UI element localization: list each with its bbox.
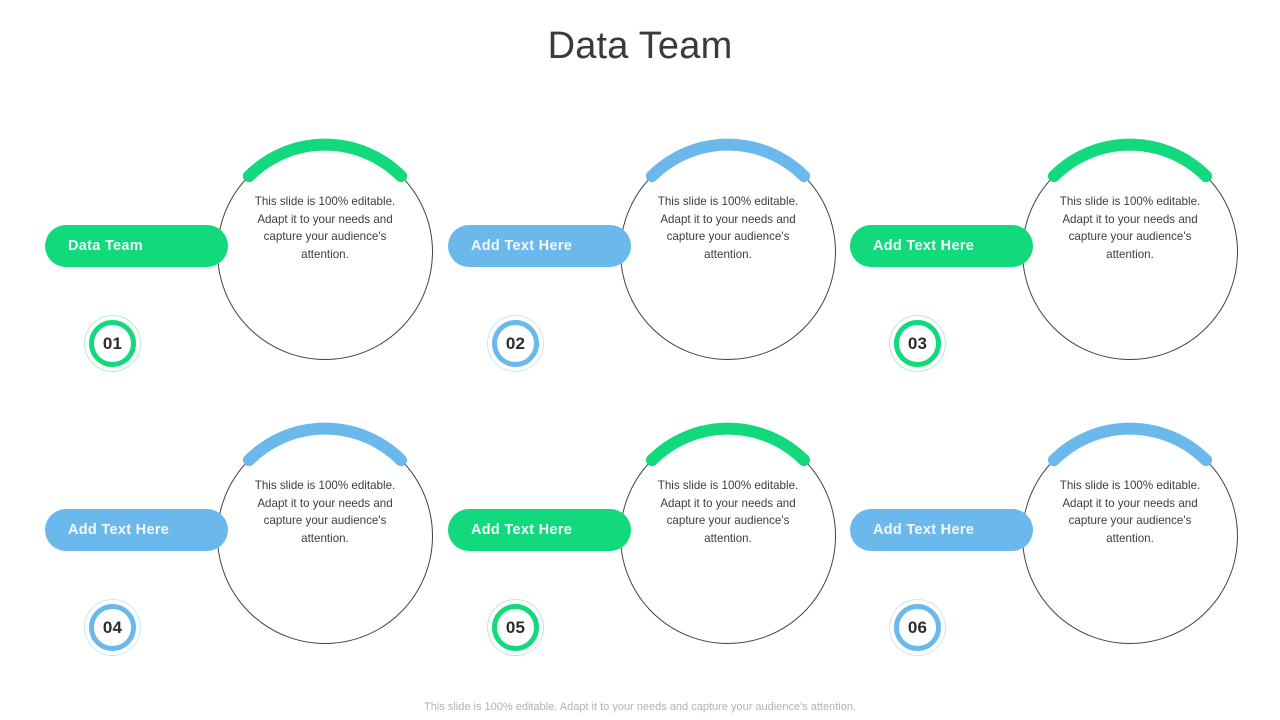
- pill-label-text: Add Text Here: [68, 522, 170, 538]
- badge-inner-ring: 01: [89, 320, 136, 367]
- card-body-text: This slide is 100% editable. Adapt it to…: [657, 195, 799, 261]
- badge-inner-ring: 03: [894, 320, 941, 367]
- card-pill-label[interactable]: Add Text Here: [850, 509, 1033, 551]
- card-body-text: This slide is 100% editable. Adapt it to…: [254, 195, 396, 261]
- card-pill-label[interactable]: Data Team: [45, 225, 228, 267]
- badge-inner-ring: 02: [492, 320, 539, 367]
- infographic-card[interactable]: Add Text Here This slide is 100% editabl…: [45, 417, 465, 702]
- page-title: Data Team: [547, 25, 733, 67]
- badge-number-text: 01: [102, 334, 123, 353]
- card-number-badge[interactable]: 04: [84, 599, 141, 656]
- card-number-badge[interactable]: 05: [487, 599, 544, 656]
- infographic-card[interactable]: Add Text Here This slide is 100% editabl…: [448, 133, 868, 418]
- pill-label-text: Add Text Here: [471, 522, 573, 538]
- card-number-badge[interactable]: 06: [889, 599, 946, 656]
- infographic-card[interactable]: Add Text Here This slide is 100% editabl…: [448, 417, 868, 702]
- card-number-badge[interactable]: 02: [487, 315, 544, 372]
- badge-inner-ring: 06: [894, 604, 941, 651]
- accent-arc: [242, 422, 408, 467]
- card-pill-label[interactable]: Add Text Here: [45, 509, 228, 551]
- badge-number-text: 06: [907, 618, 928, 637]
- badge-inner-ring: 04: [89, 604, 136, 651]
- accent-arc: [242, 138, 408, 183]
- pill-label-text: Add Text Here: [873, 522, 975, 538]
- accent-arc: [1047, 422, 1213, 467]
- card-pill-label[interactable]: Add Text Here: [850, 225, 1033, 267]
- card-pill-label[interactable]: Add Text Here: [448, 509, 631, 551]
- accent-arc: [645, 138, 811, 183]
- accent-arc: [645, 422, 811, 467]
- card-body-text: This slide is 100% editable. Adapt it to…: [1059, 195, 1201, 261]
- pill-label-text: Add Text Here: [471, 238, 573, 254]
- card-pill-label[interactable]: Add Text Here: [448, 225, 631, 267]
- infographic-card[interactable]: Add Text Here This slide is 100% editabl…: [850, 133, 1270, 418]
- infographic-card[interactable]: Add Text Here This slide is 100% editabl…: [850, 417, 1270, 702]
- card-number-badge[interactable]: 03: [889, 315, 946, 372]
- badge-number-text: 04: [102, 618, 123, 637]
- badge-inner-ring: 05: [492, 604, 539, 651]
- card-body-text: This slide is 100% editable. Adapt it to…: [1059, 479, 1201, 545]
- card-number-badge[interactable]: 01: [84, 315, 141, 372]
- infographic-card[interactable]: Data Team This slide is 100% editable. A…: [45, 133, 465, 418]
- pill-label-text: Add Text Here: [873, 238, 975, 254]
- badge-number-text: 03: [907, 334, 928, 353]
- card-body-text: This slide is 100% editable. Adapt it to…: [254, 479, 396, 545]
- badge-number-text: 05: [505, 618, 526, 637]
- footer-note: This slide is 100% editable. Adapt it to…: [424, 701, 856, 713]
- pill-label-text: Data Team: [68, 238, 143, 254]
- accent-arc: [1047, 138, 1213, 183]
- badge-number-text: 02: [505, 334, 526, 353]
- card-body-text: This slide is 100% editable. Adapt it to…: [657, 479, 799, 545]
